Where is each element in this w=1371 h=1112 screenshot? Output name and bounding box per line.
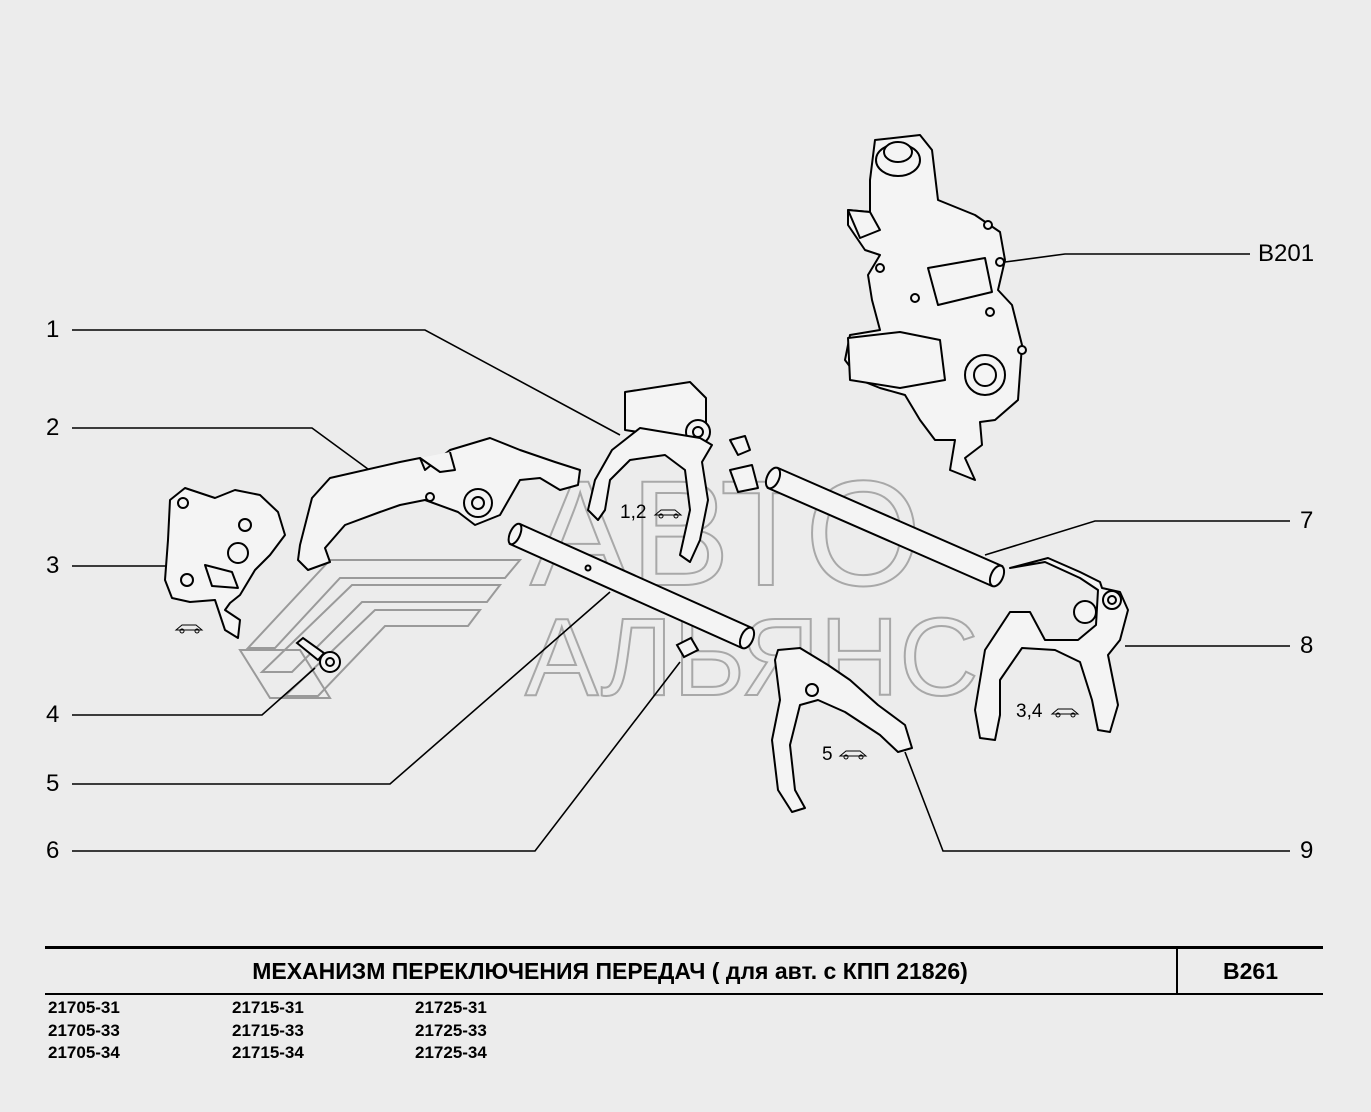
- diagram-title: МЕХАНИЗМ ПЕРЕКЛЮЧЕНИЯ ПЕРЕДАЧ ( для авт.…: [252, 958, 968, 984]
- title-block: МЕХАНИЗМ ПЕРЕКЛЮЧЕНИЯ ПЕРЕДАЧ ( для авт.…: [45, 946, 1323, 995]
- diagram-code: B261: [1223, 958, 1278, 984]
- car-icon-5: [838, 750, 868, 760]
- leader-9: [904, 751, 1290, 852]
- rod-part-7: [764, 466, 1006, 588]
- model-number: 21725-33: [415, 1020, 487, 1040]
- callout-9: 9: [1300, 837, 1314, 864]
- fork-part-9: [771, 647, 913, 813]
- leader-b201: [1004, 253, 1250, 263]
- models-column-2: 21715-31 21715-33 21715-34: [232, 997, 304, 1065]
- callout-5: 5: [46, 770, 60, 797]
- callout-2: 2: [46, 414, 60, 441]
- model-number: 21715-33: [232, 1020, 304, 1040]
- models-column-3: 21725-31 21725-33 21725-34: [415, 997, 487, 1065]
- fork-part-1: [587, 381, 759, 563]
- leader-5: [72, 591, 611, 785]
- model-number: 21715-31: [232, 998, 304, 1017]
- model-number: 21705-31: [48, 998, 120, 1017]
- callout-8: 8: [1300, 632, 1314, 659]
- leader-7: [984, 520, 1290, 556]
- car-icon-3: [174, 624, 204, 634]
- leader-1: [72, 329, 621, 436]
- model-number: 21715-34: [232, 1043, 304, 1062]
- model-number: 21705-34: [48, 1043, 120, 1062]
- watermark-line1: АВТО: [530, 449, 922, 617]
- leader-2: [72, 427, 373, 473]
- watermark-logo: АВТО АЛЬЯНС: [238, 448, 980, 720]
- lever-part-2: [297, 437, 581, 571]
- callout-6: 6: [46, 837, 60, 864]
- callout-1: 1: [46, 316, 60, 343]
- callout-4: 4: [46, 701, 60, 728]
- fork-5-label: 5: [822, 744, 833, 765]
- model-number: 21725-31: [415, 998, 487, 1017]
- car-icon-12: [653, 509, 683, 519]
- car-icon-34: [1050, 708, 1080, 718]
- watermark-line2: АЛЬЯНС: [525, 596, 979, 719]
- rod-part-5: [507, 522, 756, 650]
- fork-12-label: 1,2: [620, 502, 646, 523]
- callout-3: 3: [46, 552, 60, 579]
- bracket-part-3: [164, 487, 286, 639]
- assembly-b201: [844, 134, 1027, 481]
- fork-part-8: [974, 557, 1129, 741]
- fork-34-label: 3,4: [1016, 701, 1043, 722]
- pin-part-6: [675, 636, 700, 659]
- leader-6: [72, 661, 681, 852]
- title-divider: [1176, 949, 1178, 993]
- leader-4: [72, 667, 316, 716]
- model-number: 21705-33: [48, 1020, 120, 1040]
- callout-7: 7: [1300, 507, 1314, 534]
- leader-lines: [72, 253, 1290, 852]
- models-column-1: 21705-31 21705-33 21705-34: [48, 997, 120, 1065]
- bolt-part-4: [295, 636, 341, 673]
- model-number: 21725-34: [415, 1043, 487, 1062]
- callout-b201: B201: [1258, 240, 1315, 267]
